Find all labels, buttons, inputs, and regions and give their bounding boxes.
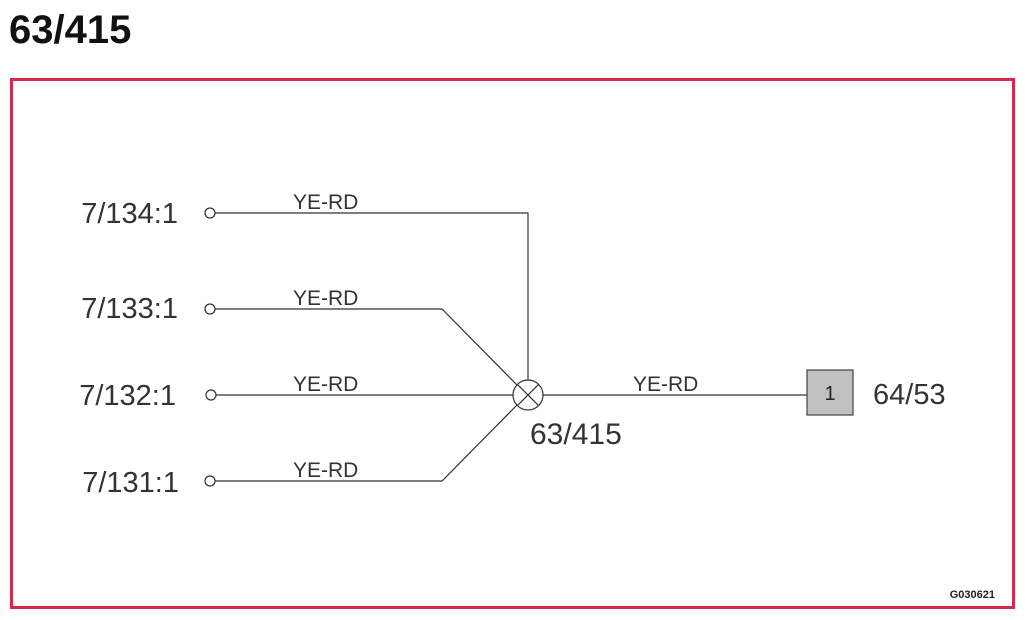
input-connector-label: 7/133:1 xyxy=(81,293,178,325)
output-connector-label: 64/53 xyxy=(873,379,946,411)
input-line-4: 7/131:1 YE-RD xyxy=(82,404,518,499)
wire xyxy=(215,212,529,380)
input-connector-label: 7/134:1 xyxy=(81,198,178,230)
terminal-circle-icon xyxy=(204,207,216,219)
pin-number: 1 xyxy=(824,383,835,405)
output-line: YE-RD 1 64/53 xyxy=(543,369,946,416)
wire-color-label: YE-RD xyxy=(293,191,358,214)
terminal-circle-icon xyxy=(205,389,217,401)
wire-color-label: YE-RD xyxy=(293,287,358,310)
input-connector-label: 7/131:1 xyxy=(82,467,179,499)
wire-color-label: YE-RD xyxy=(633,373,698,396)
wire-color-label: YE-RD xyxy=(293,373,358,396)
splice-label: 63/415 xyxy=(530,418,622,451)
splice-point: 63/415 xyxy=(512,379,622,451)
terminal-circle-icon xyxy=(204,475,216,487)
pin-box xyxy=(806,369,854,416)
terminal-circle-icon xyxy=(204,303,216,315)
page-title: 63/415 xyxy=(9,8,132,52)
wire xyxy=(215,308,518,386)
input-line-1: 7/134:1 YE-RD xyxy=(81,191,529,380)
input-connector-label: 7/132:1 xyxy=(79,380,176,412)
reference-code: G030621 xyxy=(950,589,995,601)
input-line-3: 7/132:1 YE-RD xyxy=(79,373,513,412)
wire-color-label: YE-RD xyxy=(293,459,358,482)
input-line-2: 7/133:1 YE-RD xyxy=(81,287,518,386)
wire xyxy=(215,404,518,482)
diagram-frame xyxy=(10,78,1015,609)
splice-cross-icon xyxy=(516,383,540,407)
